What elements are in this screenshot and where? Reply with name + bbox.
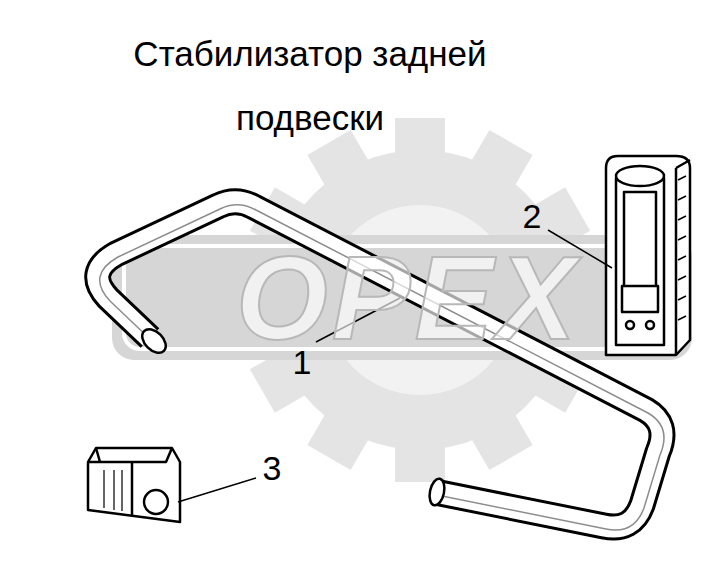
title: Стабилизатор задней подвески: [80, 22, 540, 150]
callout-number: 1: [293, 343, 312, 382]
bar-end: [427, 477, 446, 506]
callout-number: 2: [523, 197, 542, 236]
leader-line: [178, 230, 612, 502]
bushing: [88, 448, 180, 522]
bar-end: [138, 325, 171, 358]
callout-number: 3: [263, 449, 282, 488]
stabilizer-bar: [98, 202, 664, 530]
watermark: OPEX: [236, 230, 580, 366]
bracket: [606, 156, 690, 355]
